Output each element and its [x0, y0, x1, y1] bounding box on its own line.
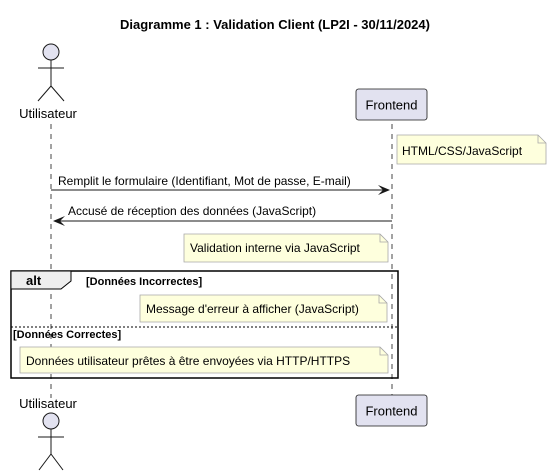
- message-ack-label: Accusé de réception des données (JavaScr…: [68, 204, 316, 218]
- note-ready-to-send-text: Données utilisateur prêtes à être envoyé…: [26, 354, 350, 368]
- user-actor-bottom-icon: [38, 412, 64, 471]
- message-fill-form-arrowhead: [378, 185, 390, 195]
- user-actor-top-label: Utilisateur: [19, 106, 77, 121]
- diagram-title: Diagramme 1 : Validation Client (LP2I - …: [120, 17, 430, 32]
- alt-block-frame: [10, 270, 399, 379]
- note-error-message-text: Message d'erreur à afficher (JavaScript): [146, 302, 359, 316]
- alt-block-keyword: alt: [26, 273, 42, 288]
- frontend-participant-top: [355, 88, 428, 121]
- note-error-message: Message d'erreur à afficher (JavaScript): [139, 294, 388, 323]
- note-ready-to-send: Données utilisateur prêtes à être envoyé…: [19, 346, 389, 374]
- alt-guard-correct: [Données Correctes]: [13, 329, 122, 341]
- frontend-participant-bottom: [355, 394, 428, 427]
- message-fill-form-label: Remplit le formulaire (Identifiant, Mot …: [58, 174, 351, 188]
- note-tech-text: HTML/CSS/JavaScript: [402, 144, 523, 158]
- user-actor-bottom-label: Utilisateur: [19, 396, 77, 411]
- alt-block-tab: [10, 270, 72, 290]
- frontend-participant-bottom-label: Frontend: [365, 404, 417, 419]
- note-internal-validation: Validation interne via JavaScript: [183, 233, 389, 263]
- frontend-participant-top-label: Frontend: [365, 98, 417, 113]
- user-actor-top-icon: [37, 43, 65, 102]
- note-tech: HTML/CSS/JavaScript: [396, 134, 547, 165]
- alt-guard-incorrect: [Données Incorrectes]: [86, 276, 202, 288]
- note-internal-validation-text: Validation interne via JavaScript: [190, 241, 361, 255]
- message-ack-arrowhead: [53, 216, 65, 226]
